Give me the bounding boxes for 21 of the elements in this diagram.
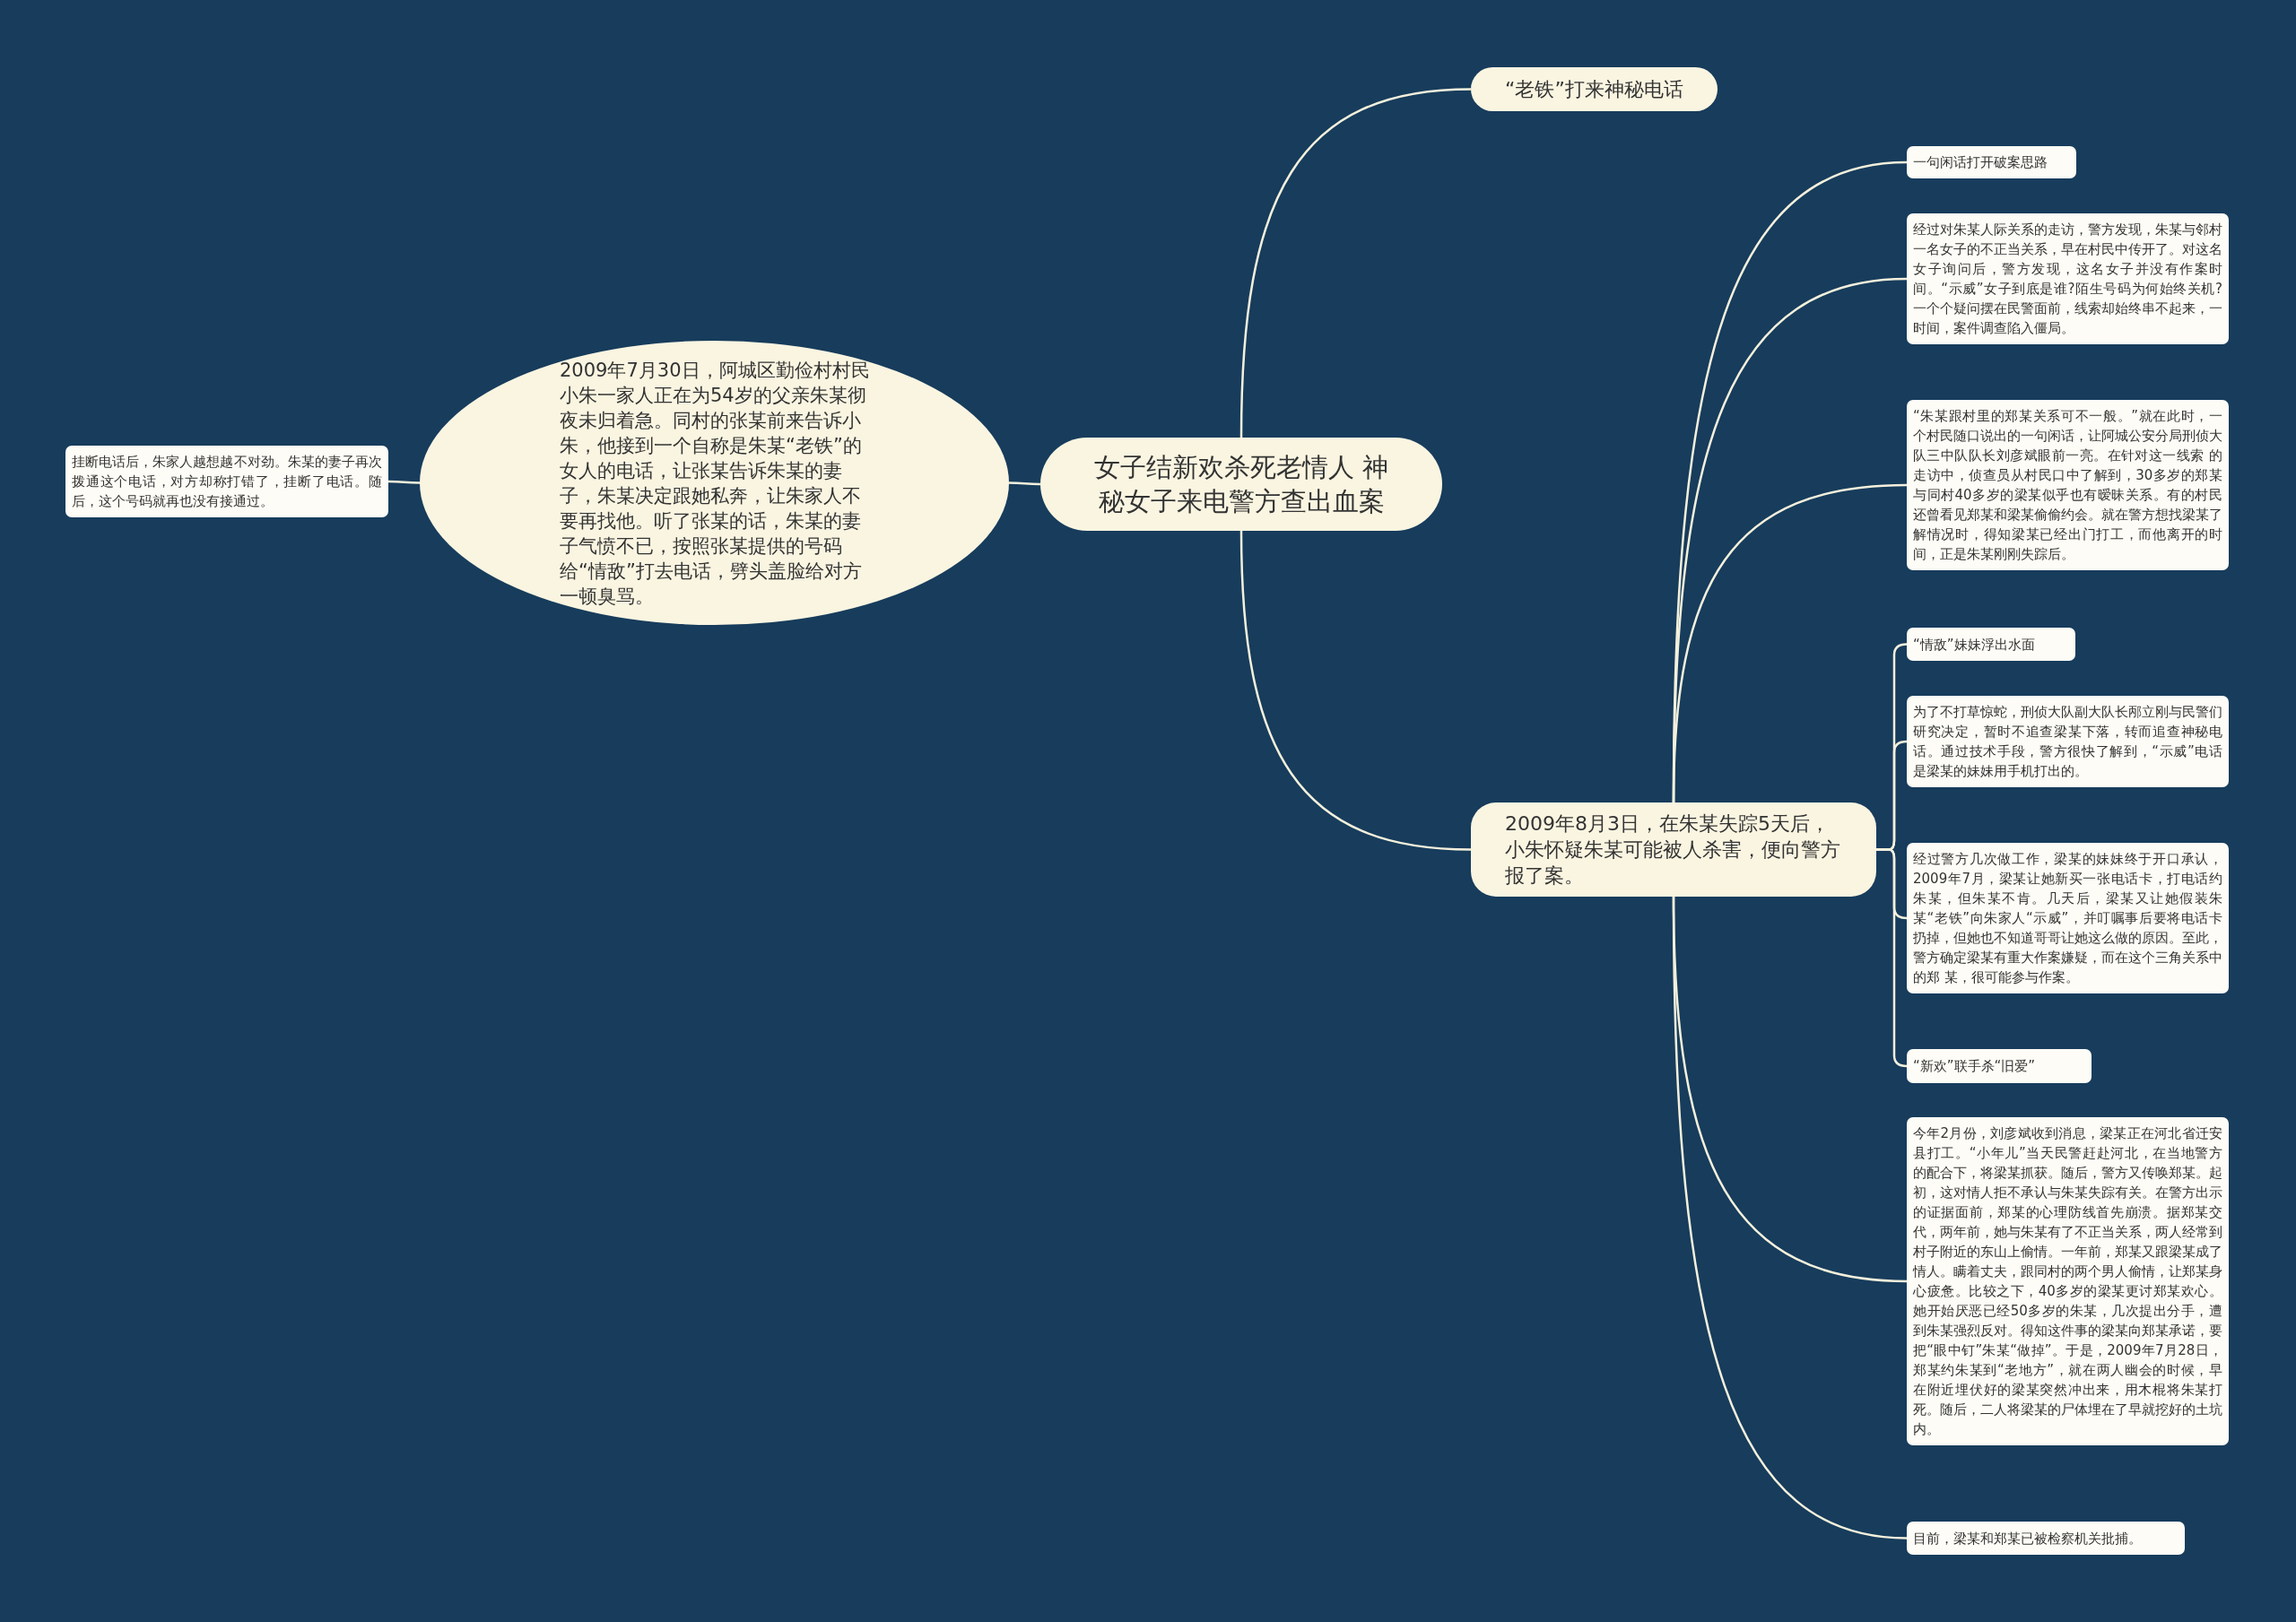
paragraph-box: 经过警方几次做工作，梁某的妹妹终于开口承认，2009年7月，梁某让她新买一张电话卡，打电话约朱某，但朱某不肯。几天后，梁某又让她假装朱某“老铁”向朱家人“示威”，并叮嘱事后要将电话卡扔掉，但她也不知道哥哥让她这么做的原因。至此，警方确定梁某有重大作案嫌疑，而在这个三角关系中的郑 某，很可能参与作案。 (1907, 843, 2229, 993)
paragraph-box: 为了不打草惊蛇，刑侦大队副大队长邴立刚与民警们研究决定，暂时不追查梁某下落，转而追查神秘电话。通过技术手段，警方很快了解到，“示威”电话是梁某的妹妹用手机打出的。 (1907, 696, 2229, 787)
heading-box: 目前，梁某和郑某已被检察机关批捕。 (1907, 1522, 2185, 1555)
heading-box: 一句闲话打开破案思路 (1907, 146, 2076, 178)
heading-box: “情敌”妹妹浮出水面 (1907, 628, 2075, 661)
heading-box: “新欢”联手杀“旧爱” (1907, 1049, 2092, 1083)
connector-line (1239, 530, 1472, 851)
connector-line (1672, 897, 1908, 1540)
connector-line (1009, 481, 1040, 486)
branch-box: 2009年8月3日，在朱某失踪5天后，小朱怀疑朱某可能被人杀害，便向警方报了案。 (1471, 802, 1876, 897)
oval-box: 2009年7月30日，阿城区勤俭村村民小朱一家人正在为54岁的父亲朱某彻夜未归着急。同村的张某前来告诉小朱，他接到一个自称是朱某“老铁”的女人的电话，让张某告诉朱某的妻子，朱某决定跟她私奔，让朱家人不要再找他。听了张某的话，朱某的妻子气愤不已，按照张某提供的号码给“情敌”打去电话，劈头盖脸给对方一顿臭骂。 (420, 341, 1009, 625)
connector-line (388, 480, 420, 484)
connector-line (1239, 88, 1472, 438)
paragraph-box: 今年2月份，刘彦斌收到消息，梁某正在河北省迁安县打工。“小年儿”当天民警赶赴河北，在当地警方的配合下，将梁某抓获。随后，警方又传唤郑某。起初，这对情人拒不承认与朱某失踪有关。在警方出示的证据面前，郑某的心理防线首先崩溃。据郑某交代，两年前，她与朱某有了不正当关系，两人经常到村子附近的东山上偷情。一年前，郑某又跟梁某成了情人。瞒着丈夫，跟同村的两个男人偷情，让郑某身心疲惫。比较之下，40多岁的梁某更讨郑某欢心。她开始厌恶已经50多岁的朱某，几次提出分手，遭到朱某强烈反对。得知这件事的梁某向郑某承诺，要把“眼中钉”朱某“做掉”。于是，2009年7月28日，郑某约朱某到“老地方”，就在两人幽会的时候，早在附近埋伏好的梁某突然冲出来，用木棍将朱某打死。随后，二人将梁某的尸体埋在了早就挖好的土坑内。 (1907, 1117, 2229, 1445)
connector-line (1876, 848, 1908, 1068)
paragraph-box: “朱某跟村里的郑某关系可不一般。”就在此时，一个村民随口说出的一句闲话，让阿城公安分局刑侦大队三中队队长刘彦斌眼前一亮。在针对这一线索 的走访中，侦查员从村民口中了解到，30多岁的郑某与同村40多岁的梁某似乎也有暧昧关系。有的村民还曾看见郑某和梁某偷偷约会。就在警方想找梁某了解情况时，得知梁某已经出门打工，而他离开的时间，正是朱某刚刚失踪后。 (1907, 400, 2229, 570)
central-topic: 女子结新欢杀死老情人 神秘女子来电警方查出血案 (1040, 438, 1442, 531)
paragraph-box: 经过对朱某人际关系的走访，警方发现，朱某与邻村一名女子的不正当关系，早在村民中传开了。对这名女子询问后，警方发现，这名女子并没有作案时间。“示威”女子到底是谁?陌生号码为何始终关机?一个个疑问摆在民警面前，线索却始终串不起来，一时间，案件调查陷入僵局。 (1907, 213, 2229, 344)
connector-line (1672, 483, 1908, 803)
branch-box: “老铁”打来神秘电话 (1471, 67, 1718, 111)
note-box: 挂断电话后，朱家人越想越不对劲。朱某的妻子再次拨通这个电话，对方却称打错了，挂断了电话。随后，这个号码就再也没有接通过。 (65, 446, 388, 517)
